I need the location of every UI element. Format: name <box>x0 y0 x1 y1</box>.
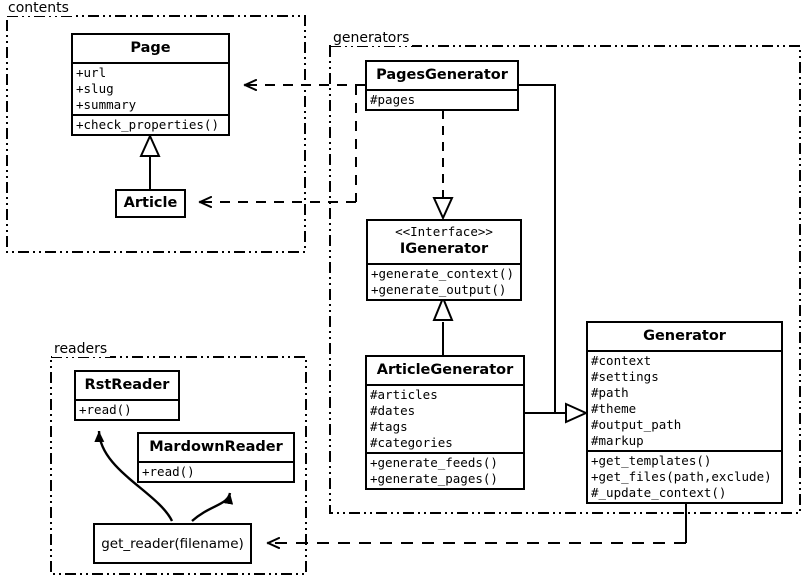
class-attribute: #path <box>591 385 629 400</box>
class-method: +generate_output() <box>371 282 507 297</box>
generator-title-compartment: Generator <box>588 323 781 352</box>
page-title-compartment: Page <box>73 35 228 64</box>
relation-pagesgenerator-to-generator <box>519 84 589 424</box>
package-frame-contents <box>6 15 306 253</box>
class-name-generator: Generator <box>643 328 726 344</box>
class-method: +check_properties() <box>76 117 219 132</box>
page-attributes-compartment: +url +slug +summary <box>73 64 228 116</box>
class-name-article: Article <box>123 195 178 211</box>
class-box-rstreader[interactable]: RstReader +read() <box>74 370 180 421</box>
mardownreader-methods-compartment: +read() <box>139 463 293 481</box>
page-methods-compartment: +check_properties() <box>73 116 228 134</box>
class-method: +get_templates() <box>591 453 712 468</box>
class-method: +read() <box>142 464 195 479</box>
class-name-pagesgenerator: PagesGenerator <box>376 67 508 83</box>
class-name-rstreader: RstReader <box>84 377 170 393</box>
articlegenerator-title-compartment: ArticleGenerator <box>367 357 523 386</box>
class-attribute: #tags <box>370 419 408 434</box>
class-name-page: Page <box>130 40 171 56</box>
function-node-label: get_reader(filename) <box>101 535 244 552</box>
rstreader-methods-compartment: +read() <box>76 401 178 419</box>
class-box-pagesgenerator[interactable]: PagesGenerator #pages <box>365 60 519 111</box>
igenerator-methods-compartment: +generate_context() +generate_output() <box>368 265 520 299</box>
class-attribute: #pages <box>370 92 416 107</box>
class-method: +generate_pages() <box>370 471 498 486</box>
relation-article-to-page <box>139 133 161 189</box>
relation-pagesgenerator-to-igenerator <box>432 110 454 221</box>
class-name-mardownreader: MardownReader <box>149 439 283 455</box>
mardownreader-title-compartment: MardownReader <box>139 434 293 463</box>
relation-getreader-to-rstreader <box>94 430 174 522</box>
pagesgenerator-title-compartment: PagesGenerator <box>367 62 517 91</box>
class-attribute: #context <box>591 353 652 368</box>
pagesgenerator-attributes-compartment: #pages <box>367 91 517 109</box>
articlegenerator-methods-compartment: +generate_feeds() +generate_pages() <box>367 454 523 488</box>
class-attribute: +url <box>76 65 107 80</box>
relation-articlegenerator-to-article <box>200 85 357 202</box>
class-attribute: +slug <box>76 81 114 96</box>
class-method: #_update_context() <box>591 485 727 500</box>
generator-attributes-compartment: #context #settings #path #theme #output_… <box>588 352 781 452</box>
class-attribute: #articles <box>370 387 438 402</box>
class-name-igenerator: IGenerator <box>399 241 489 257</box>
package-label-generators: generators <box>331 31 413 46</box>
package-frame-readers <box>50 356 307 575</box>
class-method: +get_files(path,exclude) <box>591 469 772 484</box>
relation-articlegenerator-to-igenerator <box>432 295 454 355</box>
class-box-articlegenerator[interactable]: ArticleGenerator #articles #dates #tags … <box>365 355 525 490</box>
class-box-page[interactable]: Page +url +slug +summary +check_properti… <box>71 33 230 136</box>
articlegenerator-attributes-compartment: #articles #dates #tags #categories <box>367 386 523 454</box>
class-attribute: #dates <box>370 403 416 418</box>
class-box-igenerator[interactable]: <<Interface>> IGenerator +generate_conte… <box>366 219 522 301</box>
class-name-articlegenerator: ArticleGenerator <box>376 362 514 378</box>
class-box-generator[interactable]: Generator #context #settings #path #them… <box>586 321 783 504</box>
relation-generator-to-getreader <box>268 504 687 543</box>
package-label-readers: readers <box>52 342 111 357</box>
class-attribute: #output_path <box>591 417 682 432</box>
class-method: +generate_context() <box>371 266 514 281</box>
class-attribute: #categories <box>370 435 453 450</box>
class-attribute: #settings <box>591 369 659 384</box>
class-box-mardownreader[interactable]: MardownReader +read() <box>137 432 295 483</box>
function-node-get-reader[interactable]: get_reader(filename) <box>93 523 252 564</box>
relation-getreader-to-mardownreader <box>191 492 234 522</box>
stereotype-interface: <<Interface>> <box>395 224 493 239</box>
article-title-compartment: Article <box>117 191 184 216</box>
class-attribute: #theme <box>591 401 637 416</box>
package-label-contents: contents <box>6 1 72 16</box>
class-attribute: +summary <box>76 97 137 112</box>
package-frame-generators <box>329 45 801 514</box>
class-method: +generate_feeds() <box>370 455 498 470</box>
rstreader-title-compartment: RstReader <box>76 372 178 401</box>
class-method: +read() <box>79 402 132 417</box>
generator-methods-compartment: +get_templates() +get_files(path,exclude… <box>588 452 781 502</box>
class-box-article[interactable]: Article <box>115 189 186 218</box>
class-attribute: #markup <box>591 433 644 448</box>
igenerator-title-compartment: <<Interface>> IGenerator <box>368 221 520 265</box>
